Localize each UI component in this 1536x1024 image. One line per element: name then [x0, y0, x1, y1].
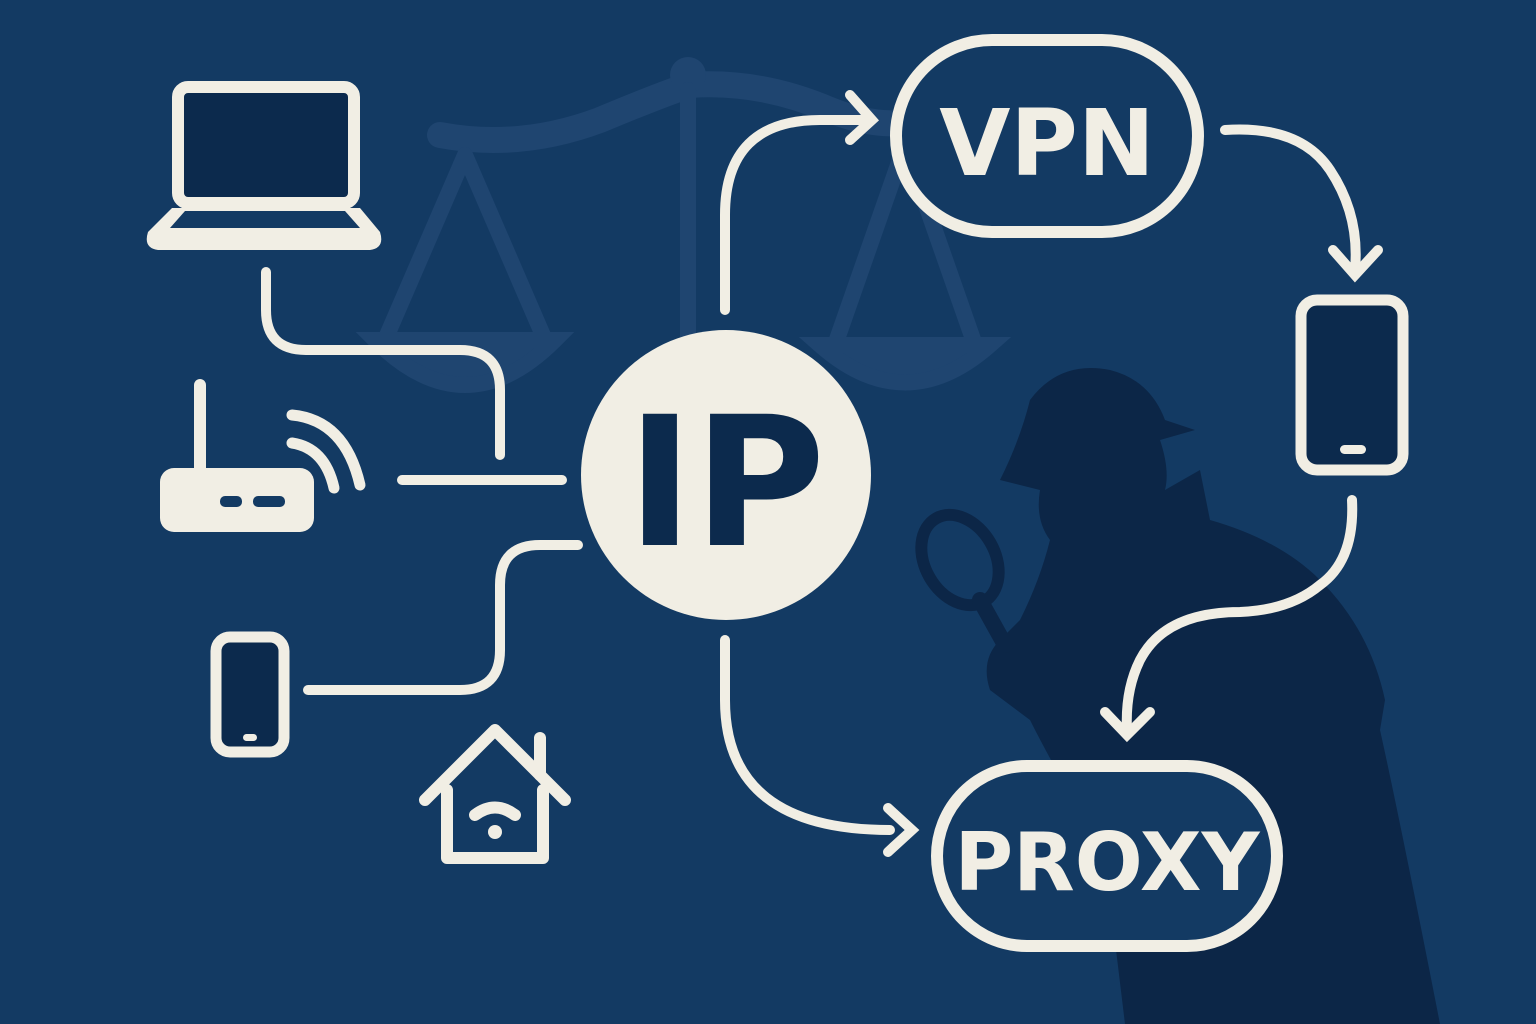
vpn-label: VPN — [939, 90, 1155, 197]
laptop-icon — [146, 81, 382, 250]
smartphone-icon — [210, 631, 290, 758]
connector-to-vpn — [720, 115, 875, 315]
connector-mobile-to-proxy — [1121, 495, 1358, 735]
ip-label: IP — [627, 379, 826, 588]
proxy-node: PROXY — [931, 760, 1283, 952]
smart-home-icon — [419, 724, 571, 864]
connector-to-proxy — [720, 635, 895, 835]
connector-laptop — [261, 267, 505, 460]
proxy-label: PROXY — [955, 816, 1261, 909]
connector-vpn-to-mobile — [1220, 124, 1361, 275]
vpn-node: VPN — [890, 34, 1204, 238]
router-icon — [160, 379, 366, 532]
mobile-device-icon — [1295, 294, 1409, 476]
connector-phone — [303, 540, 583, 695]
ip-node: IP — [581, 330, 871, 620]
